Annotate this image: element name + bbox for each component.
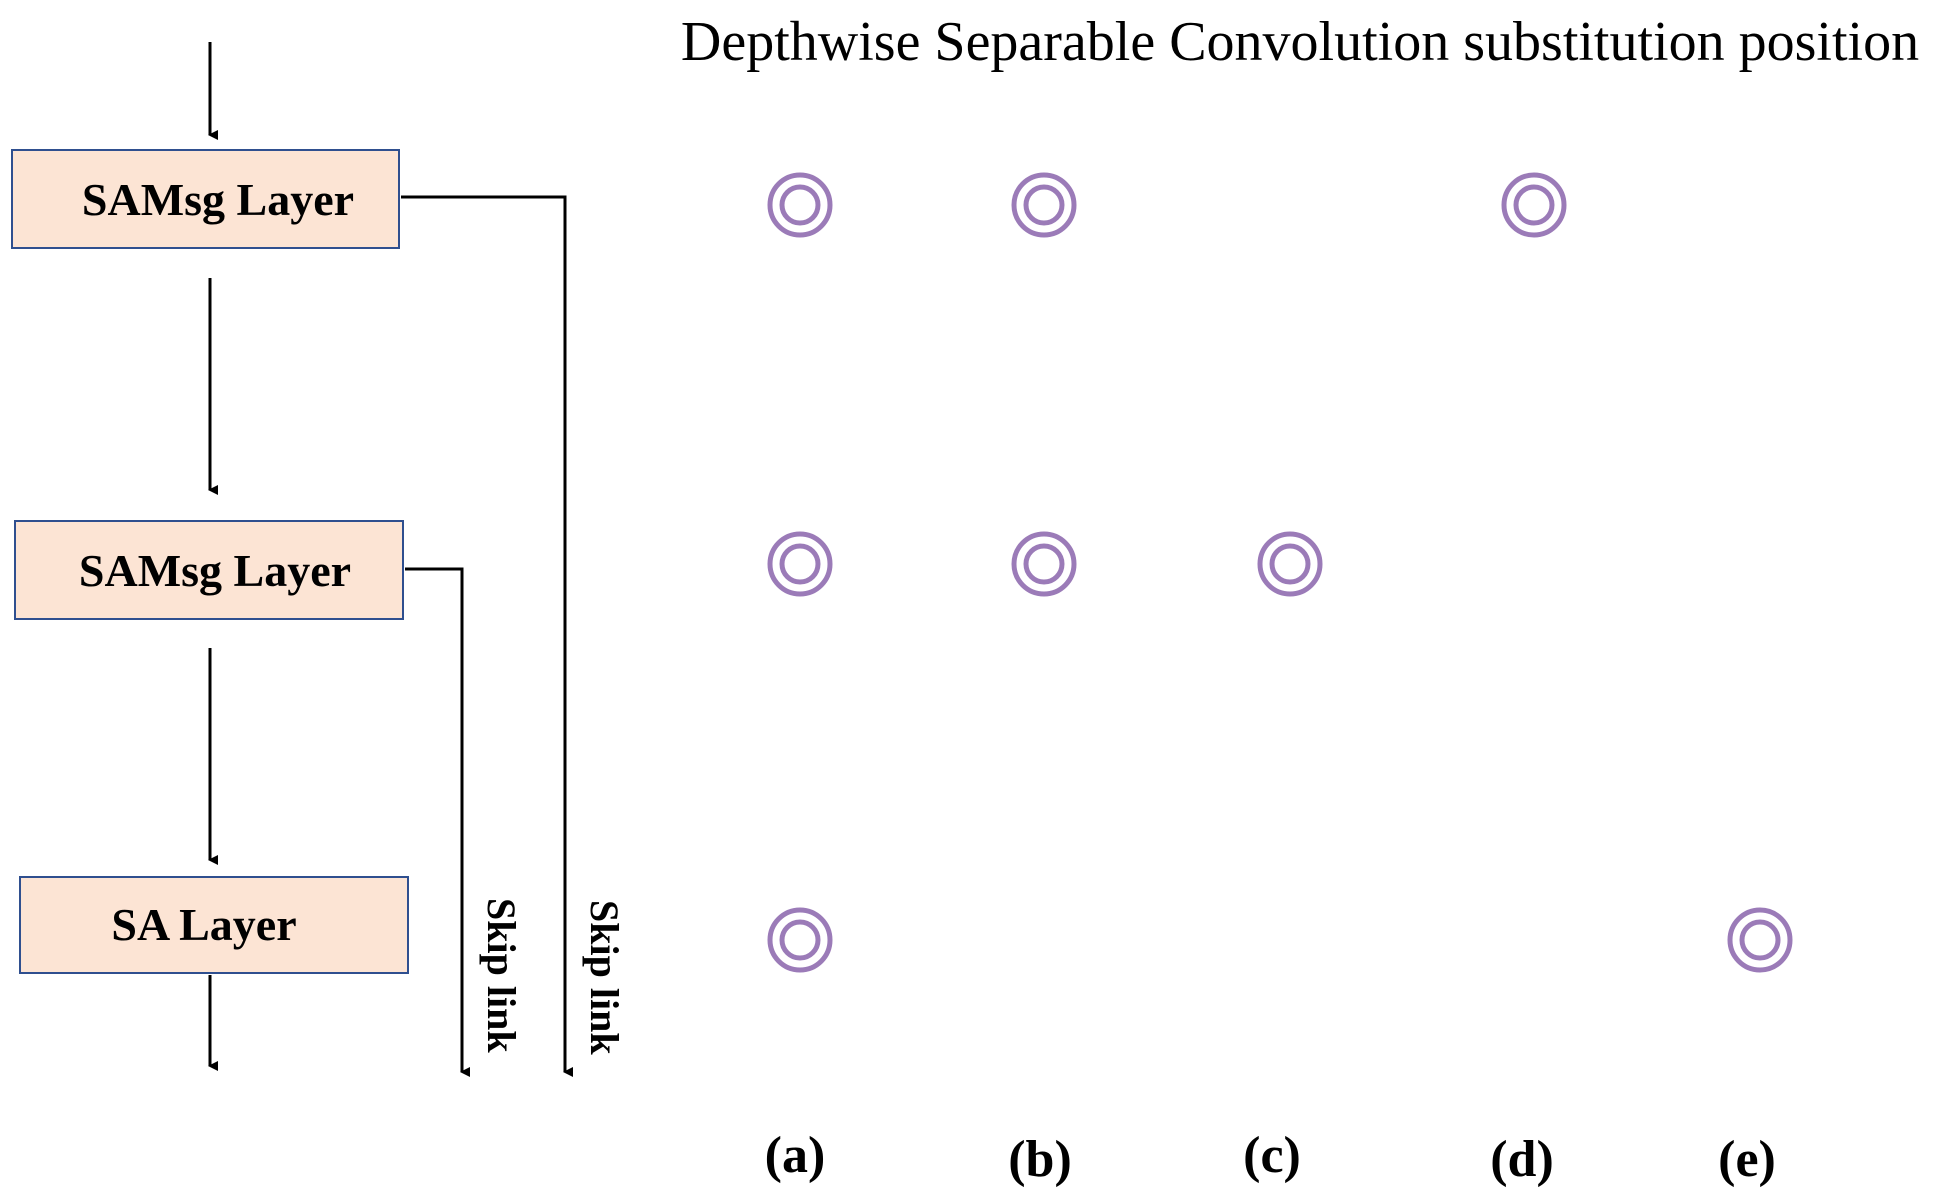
layer-rect-3 xyxy=(19,876,409,974)
column-labels: (a) (b) (c) (d) (e) xyxy=(765,1127,1776,1188)
layer-label: SAMsg Layer xyxy=(82,174,354,225)
column-label-a: (a) xyxy=(765,1127,826,1184)
skip-link-line-outer xyxy=(401,195,573,1077)
layer-rect-2 xyxy=(14,520,404,620)
column-label-c: (c) xyxy=(1243,1127,1301,1184)
marker-outer-ring-a-layer-1 xyxy=(767,172,833,238)
layer-label: SAMsg Layer xyxy=(79,545,351,596)
diagram-title: Depthwise Separable Convolution substitu… xyxy=(681,11,1919,73)
marker-outer-ring-b-layer-2 xyxy=(1011,531,1077,597)
marker-outer-ring-a-layer-3 xyxy=(767,907,833,973)
column-label-b: (b) xyxy=(1008,1131,1072,1188)
marker-inner-ring-b-layer-1 xyxy=(1023,184,1065,226)
marker-inner-ring-a-layer-3 xyxy=(779,919,821,961)
column-label-d: (d) xyxy=(1490,1131,1554,1188)
marker-inner-ring-e-layer-3 xyxy=(1739,919,1781,961)
layer-rect-1 xyxy=(11,149,400,249)
marker-inner-ring-a-layer-1 xyxy=(779,184,821,226)
marker-inner-ring-a-layer-2 xyxy=(779,543,821,585)
layer-box-3: SA Layer xyxy=(19,876,409,974)
substitution-markers xyxy=(767,172,1793,973)
skip-link-label-inner: Skip link xyxy=(479,898,524,1053)
marker-outer-ring-a-layer-2 xyxy=(767,531,833,597)
marker-outer-ring-c-layer-2 xyxy=(1257,531,1323,597)
layer-box-1: SAMsg Layer xyxy=(11,149,400,249)
marker-outer-ring-b-layer-1 xyxy=(1011,172,1077,238)
column-label-e: (e) xyxy=(1718,1131,1776,1188)
marker-inner-ring-b-layer-2 xyxy=(1023,543,1065,585)
skip-link-label-outer: Skip link xyxy=(582,900,627,1055)
marker-outer-ring-e-layer-3 xyxy=(1727,907,1793,973)
marker-outer-ring-d-layer-1 xyxy=(1501,172,1567,238)
layer-label: SA Layer xyxy=(111,899,296,950)
layer-box-2: SAMsg Layer xyxy=(14,520,404,620)
marker-inner-ring-c-layer-2 xyxy=(1269,543,1311,585)
skip-link-line-inner xyxy=(405,567,470,1077)
marker-inner-ring-d-layer-1 xyxy=(1513,184,1555,226)
